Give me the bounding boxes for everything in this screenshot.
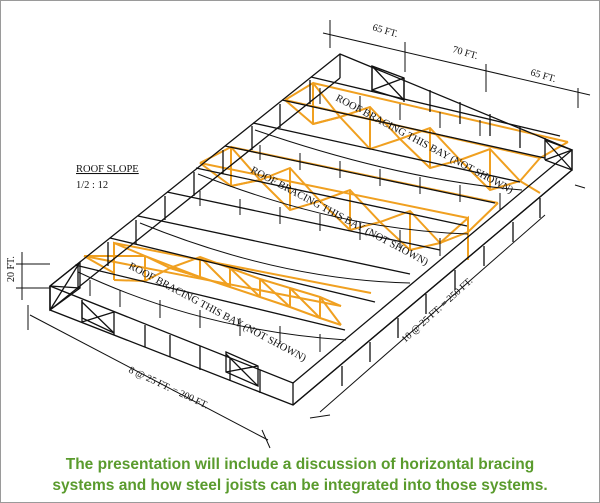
building-frame bbox=[48, 53, 574, 406]
roof-slope-title: ROOF SLOPE bbox=[76, 164, 139, 175]
caption-line-2: systems and how steel joists can be inte… bbox=[52, 477, 548, 494]
dimension-lines bbox=[16, 20, 591, 449]
dimension-bay-1: 65 FT. bbox=[371, 22, 399, 40]
caption: The presentation will include a discussi… bbox=[0, 454, 600, 496]
caption-line-1: The presentation will include a discussi… bbox=[65, 456, 535, 473]
dimension-width: 8 @ 25 FT. = 200 FT. bbox=[127, 365, 210, 412]
bracing-label-middle: ROOF BRACING THIS BAY (NOT SHOWN) bbox=[249, 165, 431, 268]
dimension-bay-2: 70 FT. bbox=[451, 44, 479, 62]
roof-slope-value: 1/2 : 12 bbox=[76, 180, 108, 191]
roof-bracing-band-front bbox=[83, 241, 372, 326]
dimension-height: 20 FT. bbox=[6, 256, 17, 282]
dimension-length: 10 @ 25 FT. = 250 FT. bbox=[400, 276, 476, 346]
dimension-bay-3: 65 FT. bbox=[529, 67, 557, 85]
